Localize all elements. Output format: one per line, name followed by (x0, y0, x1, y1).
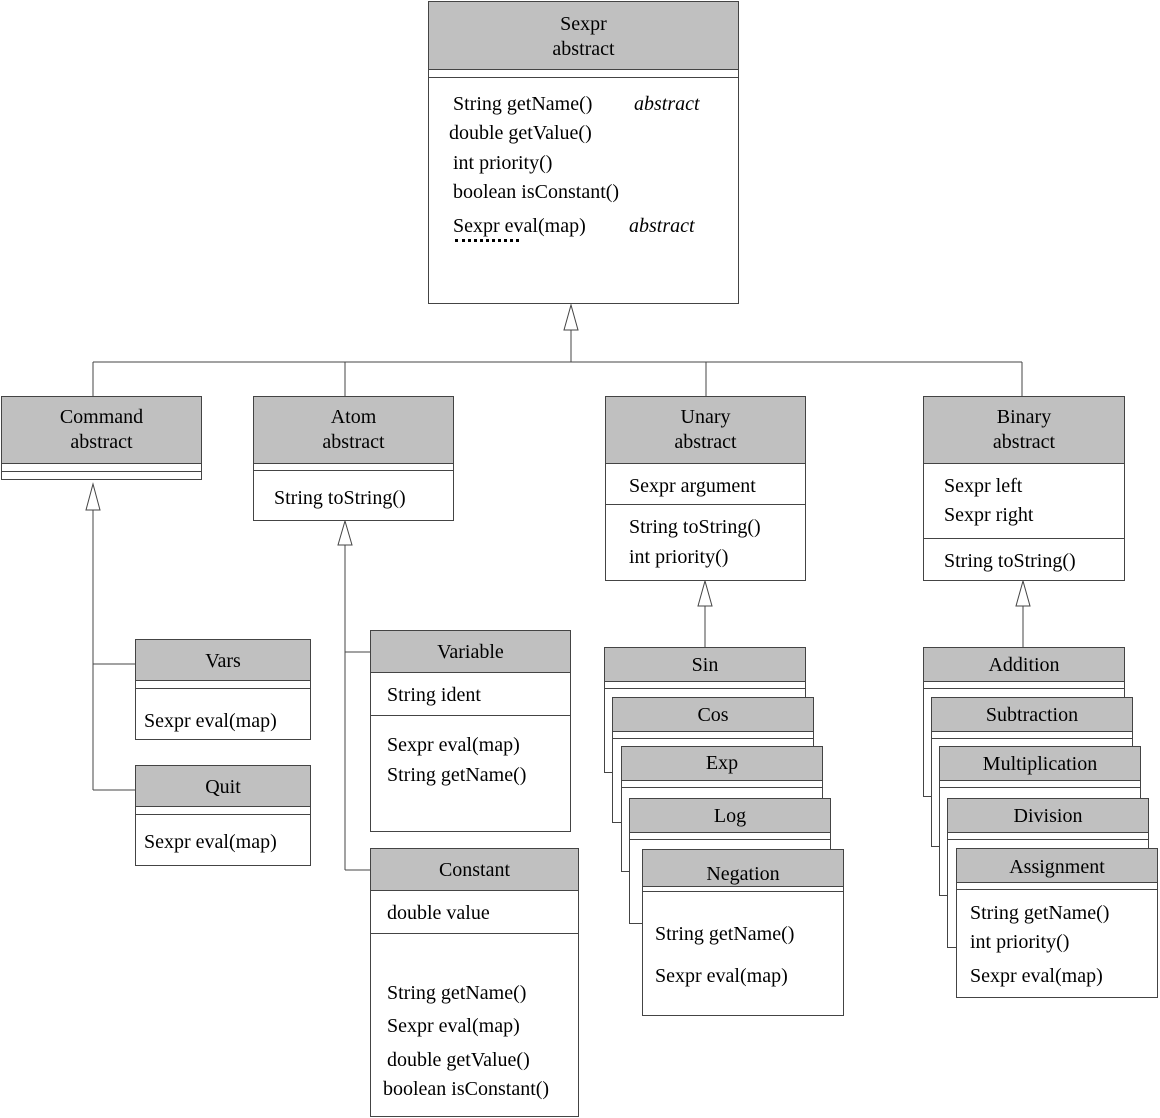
inherit-arrow-sexpr (563, 303, 579, 331)
inherit-arrow-atom (337, 519, 353, 546)
method: Sexpr eval(map) (970, 965, 1103, 987)
method: String toString() (944, 550, 1076, 572)
class-constant: Constant (370, 848, 579, 1117)
class-name: Division (948, 799, 1148, 833)
method: Sexpr eval(map) (655, 965, 788, 987)
class-name: Variable (371, 631, 570, 673)
class-name: Subtraction (932, 698, 1132, 732)
class-command: Command abstract (1, 396, 202, 480)
class-name: Negation (643, 850, 843, 887)
field: Sexpr argument (629, 475, 756, 497)
field: double value (387, 902, 490, 924)
class-binary: Binary abstract (923, 396, 1125, 581)
method: int priority() (453, 152, 553, 174)
abstract-label: abstract (634, 93, 700, 115)
class-name: Assignment (957, 849, 1157, 883)
method: Sexpr eval(map) (144, 710, 277, 732)
method: int priority() (970, 931, 1070, 953)
class-stereotype: abstract (552, 38, 615, 60)
class-name: Binary (996, 406, 1052, 428)
class-sexpr: Sexpr abstract (428, 1, 739, 304)
method: int priority() (629, 546, 729, 568)
method: String getName() (970, 902, 1110, 924)
class-atom: Atom abstract (253, 396, 454, 521)
class-stereotype: abstract (322, 431, 385, 453)
inherit-arrow-command (85, 482, 101, 511)
class-name: Multiplication (940, 747, 1140, 781)
class-unary: Unary abstract (605, 396, 806, 581)
method: Sexpr eval(map) (453, 215, 586, 237)
ellipsis-dots (455, 239, 519, 242)
class-name: Quit (136, 766, 310, 807)
method: String getName() (655, 923, 795, 945)
class-negation: Negation (642, 849, 844, 1016)
method: String toString() (629, 516, 761, 538)
class-name: Addition (924, 648, 1124, 682)
inherit-arrow-unary (697, 579, 713, 607)
class-name: Constant (371, 849, 578, 891)
method: double getValue() (449, 122, 592, 144)
method: Sexpr eval(map) (387, 734, 520, 756)
method: boolean isConstant() (453, 181, 620, 203)
field: Sexpr left (944, 475, 1023, 497)
class-name: Sin (605, 648, 805, 682)
class-variable: Variable (370, 630, 571, 832)
method: boolean isConstant() (383, 1078, 550, 1100)
method: String getName() (453, 93, 593, 115)
class-assignment: Assignment (956, 848, 1158, 998)
method: String getName() (387, 982, 527, 1004)
class-name: Log (630, 799, 830, 833)
class-quit: Quit (135, 765, 311, 866)
class-stereotype: abstract (992, 431, 1056, 453)
abstract-label: abstract (629, 215, 695, 237)
class-name: Sexpr (560, 13, 607, 35)
class-name: Cos (613, 698, 813, 732)
class-name: Unary (680, 406, 731, 428)
field: String ident (387, 684, 481, 706)
class-name: Atom (330, 406, 377, 428)
class-stereotype: abstract (70, 431, 133, 453)
field: Sexpr right (944, 504, 1034, 526)
class-vars: Vars (135, 639, 311, 740)
method: String toString() (274, 487, 406, 509)
class-name: Exp (622, 747, 822, 781)
class-name: Vars (136, 640, 310, 681)
method: Sexpr eval(map) (144, 831, 277, 853)
inherit-arrow-binary (1015, 579, 1031, 607)
class-stereotype: abstract (674, 431, 737, 453)
class-name: Command (59, 406, 144, 428)
method: String getName() (387, 764, 527, 786)
method: double getValue() (387, 1049, 530, 1071)
method: Sexpr eval(map) (387, 1015, 520, 1037)
